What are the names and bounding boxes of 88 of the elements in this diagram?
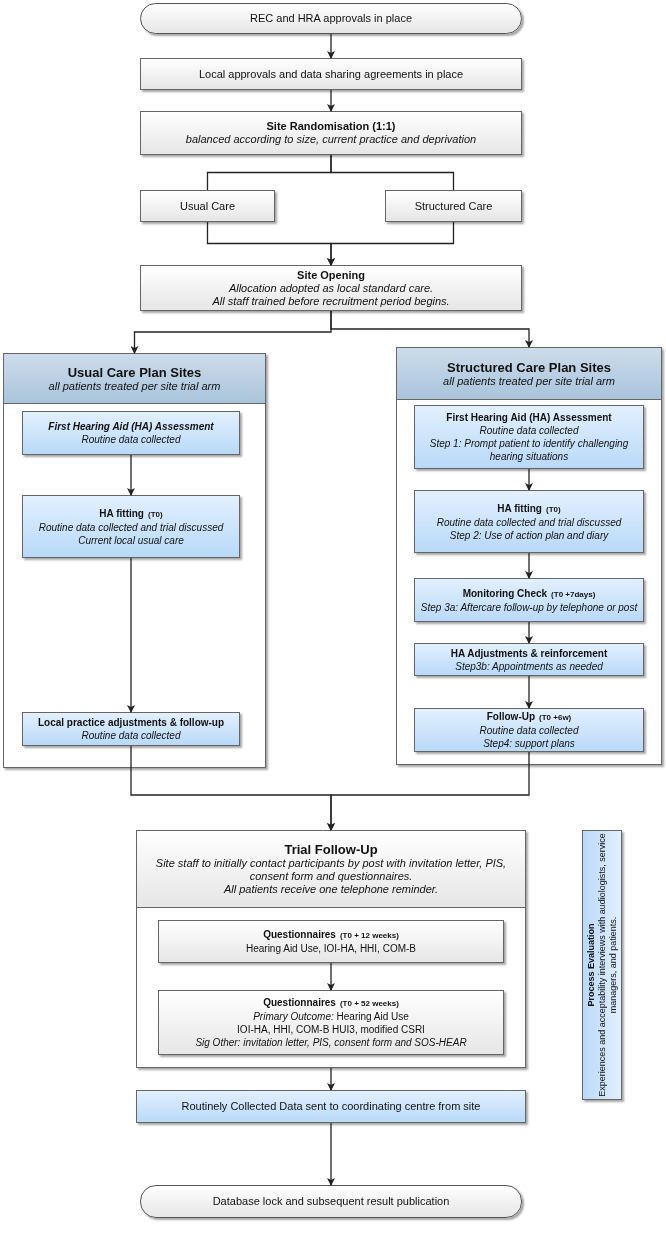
box-text: Experiences and acceptability interviews with audiologists, service managers, and patients. bbox=[596, 832, 619, 1099]
step-box bbox=[414, 578, 644, 622]
time-label: (T0 +6w) bbox=[539, 713, 572, 722]
process-box bbox=[140, 58, 522, 90]
box-heading: First Hearing Aid (HA) Assessment bbox=[48, 421, 214, 432]
arrow bbox=[327, 221, 455, 266]
time-label: (T0) bbox=[545, 504, 561, 514]
step-box bbox=[22, 495, 240, 558]
box-note: Current local usual care bbox=[78, 534, 184, 546]
arrow bbox=[525, 621, 533, 644]
arrow bbox=[327, 1122, 335, 1186]
box-heading: Follow-Up bbox=[486, 711, 536, 722]
box-heading: Site Opening bbox=[297, 268, 365, 281]
arrow bbox=[327, 751, 530, 831]
box-text: Local approvals and data sharing agreements in place bbox=[198, 67, 464, 80]
process-box bbox=[140, 111, 522, 155]
step-box bbox=[22, 712, 240, 746]
box-note: Step 3a: Aftercare follow-up by telephone or post bbox=[420, 601, 638, 613]
arrow bbox=[330, 310, 533, 348]
box-heading: Local practice adjustments & follow-up bbox=[37, 717, 225, 728]
box-heading: First Hearing Aid (HA) Assessment bbox=[446, 412, 612, 423]
box-heading: Process Evaluation bbox=[585, 923, 597, 1007]
box-text: Usual Care bbox=[180, 199, 235, 212]
box-note: Routine data collected bbox=[81, 434, 181, 445]
process-box bbox=[140, 190, 275, 222]
panel-heading: Structured Care Plan Sites bbox=[447, 359, 611, 375]
terminal-box bbox=[140, 3, 522, 34]
box-note: Routine data collected and trial discussed bbox=[436, 516, 622, 528]
time-label: (T0) bbox=[147, 509, 163, 519]
box-text: Database lock and subsequent result publication bbox=[212, 1195, 450, 1207]
box-heading: HA fitting bbox=[497, 502, 542, 514]
box-note: Step3b: Appointments as needed bbox=[455, 660, 603, 672]
box-note: balanced according to size, current practice and deprivation bbox=[185, 133, 477, 145]
box-text: Hearing Aid Use, IOI-HA, HHI, COM-B bbox=[245, 943, 416, 954]
arrow bbox=[525, 675, 533, 709]
box-heading: Site Randomisation (1:1) bbox=[266, 120, 396, 132]
process-box bbox=[385, 190, 522, 222]
box-note: Allocation adopted as local standard care. bbox=[228, 281, 434, 294]
step-box bbox=[414, 405, 644, 469]
box-note: Step4: support plans bbox=[483, 738, 575, 749]
arrow bbox=[327, 1067, 335, 1091]
box-heading: Questionnaires bbox=[263, 997, 336, 1008]
time-label: (T0 + 12 weeks) bbox=[339, 931, 399, 940]
box-note: All staff trained before recruitment period begins. bbox=[212, 294, 450, 307]
box-note: All patients receive one telephone reminder. bbox=[223, 883, 439, 895]
box-note: all patients treated per site trial arm bbox=[48, 379, 221, 392]
step-box bbox=[414, 708, 644, 752]
box-note: Routine data collected bbox=[479, 725, 579, 736]
process-box bbox=[140, 265, 522, 311]
box-note: Routine data collected bbox=[81, 730, 181, 741]
panel-heading: Trial Follow-Up bbox=[284, 842, 378, 857]
arrow bbox=[525, 468, 533, 491]
box-note: all patients treated per site trial arm bbox=[443, 374, 615, 387]
evaluation-box bbox=[582, 830, 622, 1100]
site-panel bbox=[3, 353, 266, 768]
step-box bbox=[414, 490, 644, 553]
panel-heading: Usual Care Plan Sites bbox=[67, 364, 202, 380]
step-box bbox=[22, 411, 240, 455]
box-heading: HA Adjustments & reinforcement bbox=[450, 647, 608, 659]
site-panel bbox=[396, 347, 662, 765]
arrow bbox=[127, 454, 135, 496]
box-note: Step 2: Use of action plan and diary bbox=[449, 529, 609, 541]
step-box bbox=[136, 1090, 526, 1123]
box-note: Routine data collected bbox=[479, 425, 579, 436]
arrow bbox=[327, 33, 335, 59]
box-text: IOI-HA, HHI, COM-B HUI3, modified CSRI bbox=[237, 1024, 425, 1035]
follow-up-panel bbox=[136, 830, 526, 1068]
box-text: Primary Outcome: Hearing Aid Use bbox=[253, 1011, 409, 1022]
box-note: Site staff to initially contact participants by post with invitation letter, PIS, consent form and questionnaires. bbox=[155, 857, 507, 882]
box-text: REC and HRA approvals in place bbox=[250, 12, 412, 24]
terminal-box bbox=[140, 1185, 522, 1218]
process-box bbox=[158, 990, 504, 1055]
arrow bbox=[127, 557, 135, 713]
box-note: Routine data collected and trial discussed bbox=[38, 521, 224, 533]
step-box bbox=[414, 643, 644, 676]
time-label: (T0 +7days) bbox=[551, 589, 596, 599]
arrow bbox=[525, 552, 533, 579]
box-heading: HA fitting bbox=[99, 507, 144, 519]
arrow bbox=[327, 962, 335, 991]
box-note: Step 1: Prompt patient to identify challenging hearing situations bbox=[429, 438, 629, 462]
box-text: Routinely Collected Data sent to coordinating centre from site bbox=[181, 1100, 481, 1112]
box-text: Structured Care bbox=[414, 199, 493, 212]
time-label: (T0 + 52 weeks) bbox=[339, 999, 399, 1008]
process-box bbox=[158, 920, 504, 963]
box-heading: Monitoring Check bbox=[462, 587, 548, 599]
box-heading: Questionnaires bbox=[263, 929, 336, 940]
arrow bbox=[327, 89, 335, 112]
box-note: Sig Other: invitation letter, PIS, consent form and SOS-HEAR bbox=[195, 1037, 467, 1048]
